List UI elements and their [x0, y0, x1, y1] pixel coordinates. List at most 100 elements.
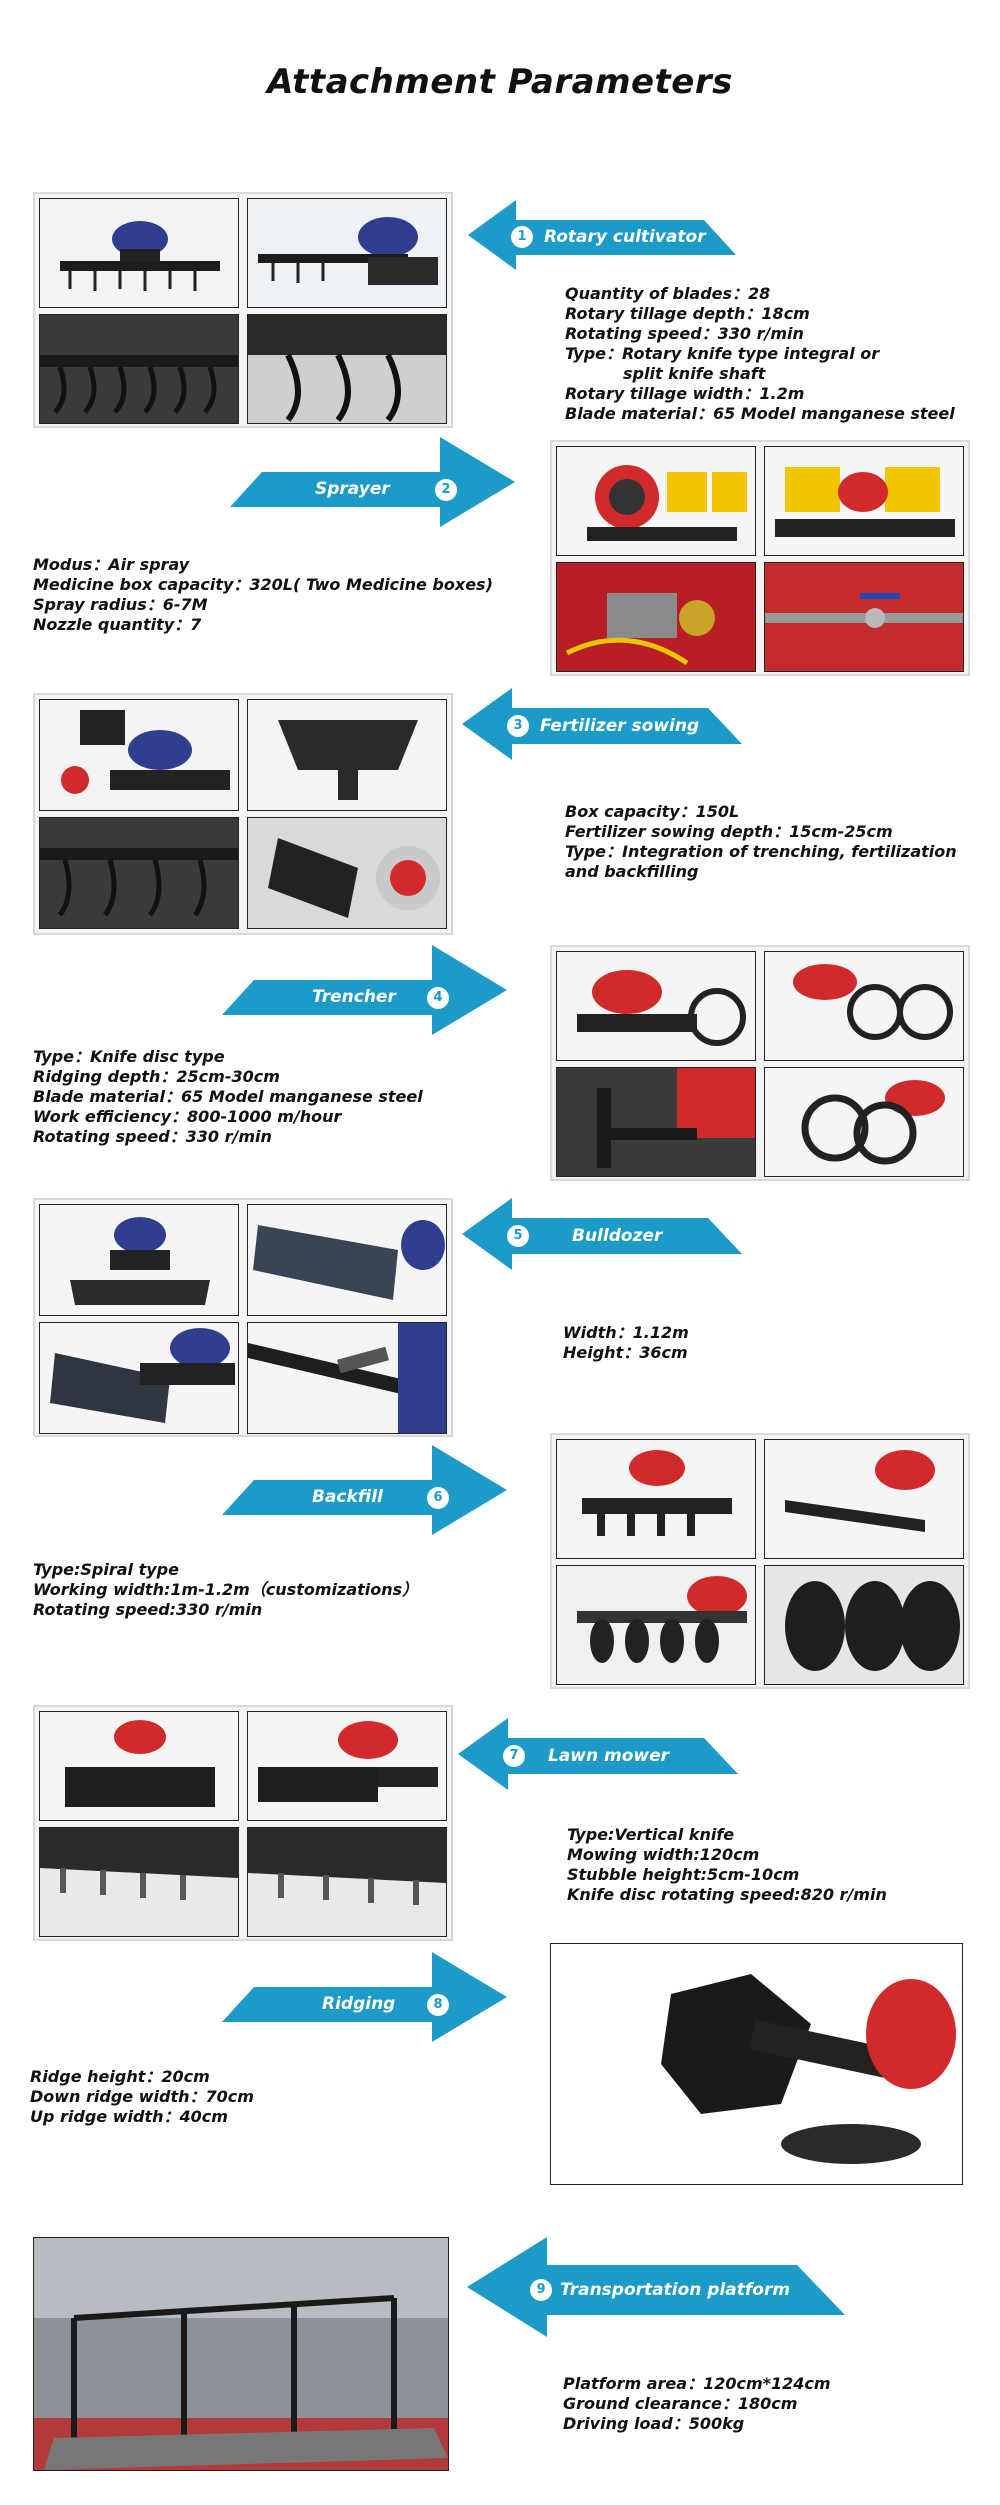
spec-line: Rotary tillage depth：18cm	[565, 304, 810, 323]
photo-grid-sprayer	[550, 440, 970, 676]
photo-blade-side	[39, 1322, 239, 1434]
specs-lawn-mower: Type:Vertical knife Mowing width:120cm S…	[567, 1825, 887, 1905]
section-label: Backfill	[312, 1487, 383, 1507]
photo-valve-detail	[764, 562, 964, 672]
photo-grid-backfill	[550, 1433, 970, 1689]
section-label: Fertilizer sowing	[540, 716, 700, 736]
spec-line: Spray radius：6-7M	[33, 595, 208, 614]
specs-backfill: Type:Spiral type Working width:1m-1.2m（c…	[33, 1560, 418, 1620]
spec-line: Mowing width:120cm	[567, 1845, 760, 1864]
spec-line: Ridging depth：25cm-30cm	[33, 1067, 280, 1086]
banner-lawn-mower: 7 Lawn mower	[458, 1718, 748, 1790]
photo-sprayer-fan	[556, 446, 756, 556]
photo-fertilizer-box	[247, 699, 447, 811]
photo-backfill-angled	[764, 1439, 964, 1559]
section-number-badge: 4	[427, 987, 449, 1009]
banner-bulldozer: 5 Bulldozer	[462, 1198, 752, 1270]
spec-line: Rotating speed:330 r/min	[33, 1600, 263, 1619]
photo-grid-trencher	[550, 945, 970, 1181]
spec-line: Stubble height:5cm-10cm	[567, 1865, 800, 1884]
photo-trenching-blades	[39, 817, 239, 929]
spec-line: Type:Spiral type	[33, 1560, 179, 1579]
specs-ridging: Ridge height：20cm Down ridge width：70cm …	[30, 2067, 254, 2127]
section-number-badge: 3	[507, 715, 529, 737]
spec-line: Up ridge width：40cm	[30, 2107, 228, 2126]
spec-line: Blade material：65 Model manganese steel	[33, 1087, 423, 1106]
photo-spiral-blades	[556, 1565, 756, 1685]
spec-line: Height：36cm	[563, 1343, 688, 1362]
section-number-badge: 8	[427, 1994, 449, 2016]
banner-trencher: Trencher 4	[222, 945, 507, 1035]
photo-mower-underside-detail	[247, 1827, 447, 1937]
photo-medicine-boxes	[764, 446, 964, 556]
spec-line: Type：Rotary knife type integral or	[565, 344, 880, 363]
spec-line: Modus：Air spray	[33, 555, 190, 574]
section-label: Trencher	[312, 987, 396, 1007]
banner-sprayer: Sprayer 2	[230, 437, 515, 527]
photo-grid-bulldozer	[33, 1198, 453, 1437]
photo-trencher-side	[556, 951, 756, 1061]
spec-line: Fertilizer sowing depth：15cm-25cm	[565, 822, 893, 841]
spec-line: Box capacity：150L	[565, 802, 740, 821]
specs-transportation-platform: Platform area：120cm*124cm Ground clearan…	[563, 2374, 831, 2434]
section-number-badge: 5	[507, 1225, 529, 1247]
section-label: Transportation platform	[560, 2280, 791, 2300]
photo-mower-angled	[247, 1711, 447, 1821]
spec-line: Ridge height：20cm	[30, 2067, 210, 2086]
spec-line: Driving load：500kg	[563, 2414, 745, 2433]
section-number-badge: 6	[427, 1487, 449, 1509]
specs-trencher: Type：Knife disc type Ridging depth：25cm-…	[33, 1047, 423, 1147]
photo-mower-front	[39, 1711, 239, 1821]
spec-line: Nozzle quantity：7	[33, 615, 202, 634]
section-label: Lawn mower	[548, 1746, 670, 1766]
spec-line: Type：Integration of trenching, fertiliza…	[565, 842, 957, 861]
section-label: Ridging	[322, 1994, 396, 2014]
spec-line: Width：1.12m	[563, 1323, 689, 1342]
spec-line: Type：Knife disc type	[33, 1047, 225, 1066]
section-number-badge: 1	[511, 226, 533, 248]
section-number-badge: 7	[503, 1745, 525, 1767]
banner-rotary-cultivator: 1 Rotary cultivator	[468, 200, 748, 270]
page-title: Attachment Parameters	[267, 62, 733, 102]
specs-sprayer: Modus：Air spray Medicine box capacity：32…	[33, 555, 493, 635]
photo-grid-lawn-mower	[33, 1705, 453, 1941]
photo-tractor-tiller	[39, 198, 239, 308]
photo-trencher-discs	[764, 951, 964, 1061]
photo-sowing-tube	[247, 817, 447, 929]
spec-line: Working width:1m-1.2m（customizations）	[33, 1580, 419, 1599]
spec-line: Rotating speed：330 r/min	[565, 324, 804, 343]
specs-bulldozer: Width：1.12m Height：36cm	[563, 1323, 689, 1363]
section-number-badge: 2	[435, 479, 457, 501]
photo-bulldozer-front	[39, 1204, 239, 1316]
photo-backfill-front	[556, 1439, 756, 1559]
spec-line: Down ridge width：70cm	[30, 2087, 254, 2106]
spec-line: Blade material：65 Model manganese steel	[565, 404, 955, 423]
photo-trencher-frame	[556, 1067, 756, 1177]
banner-backfill: Backfill 6	[222, 1445, 507, 1535]
photo-tiller-blades	[39, 314, 239, 424]
banner-transportation-platform: 9 Transportation platform	[467, 2237, 857, 2337]
section-label: Sprayer	[315, 479, 390, 499]
section-label: Rotary cultivator	[544, 227, 706, 247]
photo-grid-fertilizer-sowing	[33, 693, 453, 935]
photo-tiller-detail	[247, 314, 447, 424]
spec-line: split knife shaft	[623, 364, 766, 383]
spec-line: Rotating speed：330 r/min	[33, 1127, 272, 1146]
photo-pump-assembly	[556, 562, 756, 672]
spec-line: and backfilling	[565, 862, 699, 881]
photo-knife-disc	[764, 1067, 964, 1177]
spec-line: Quantity of blades：28	[565, 284, 771, 303]
spec-line: Work efficiency：800-1000 m/hour	[33, 1107, 342, 1126]
spec-line: Knife disc rotating speed:820 r/min	[567, 1885, 887, 1904]
banner-ridging: Ridging 8	[222, 1952, 507, 2042]
banner-fertilizer-sowing: 3 Fertilizer sowing	[462, 688, 752, 760]
spec-line: Medicine box capacity：320L( Two Medicine…	[33, 575, 493, 594]
photo-fertilizer-sower	[39, 699, 239, 811]
photo-mower-underside	[39, 1827, 239, 1937]
photo-tiller-side	[247, 198, 447, 308]
photo-hydraulic-arm	[247, 1322, 447, 1434]
section-label: Bulldozer	[572, 1226, 663, 1246]
specs-rotary-cultivator: Quantity of blades：28 Rotary tillage dep…	[565, 284, 955, 424]
specs-fertilizer-sowing: Box capacity：150L Fertilizer sowing dept…	[565, 802, 957, 882]
photo-ridging-plow	[550, 1943, 963, 2185]
